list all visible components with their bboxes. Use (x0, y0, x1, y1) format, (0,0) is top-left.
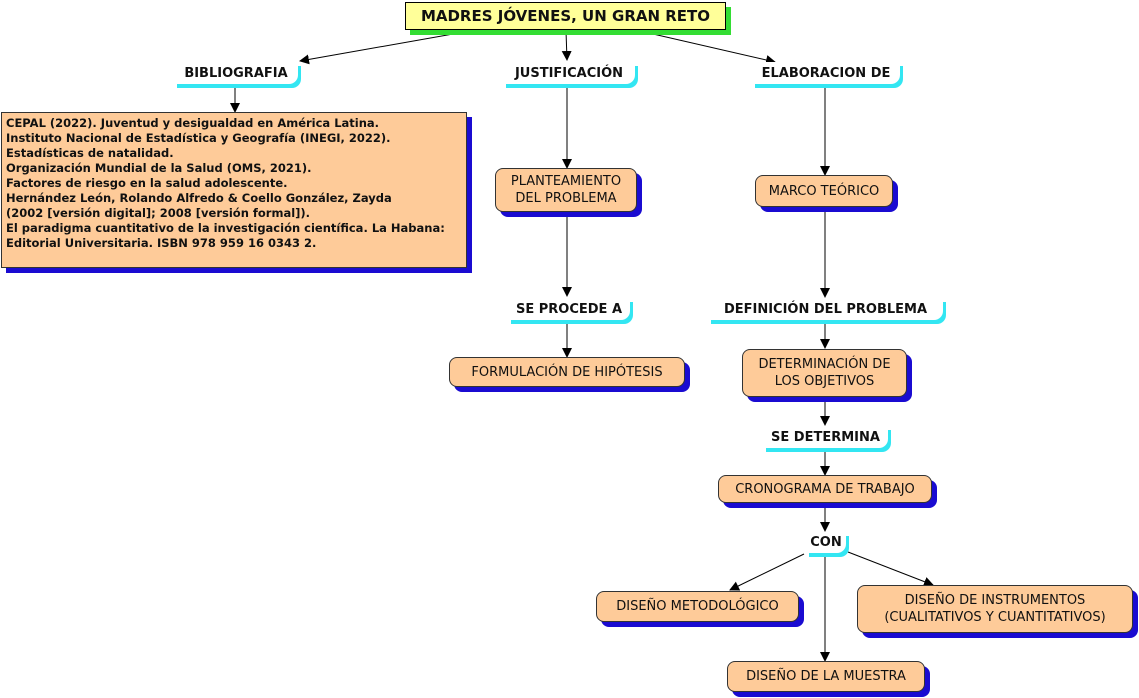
link-bibliografia: BIBLIOGRAFIA (174, 62, 298, 84)
concept-objetivos-line2: LOS OBJETIVOS (774, 374, 875, 389)
reference-line: Editorial Universitaria. ISBN 978 959 16… (6, 236, 317, 250)
reference-line: Organización Mundial de la Salud (OMS, 2… (6, 161, 312, 175)
concept-planteamiento-line1: PLANTEAMIENTO (510, 174, 622, 189)
concept-objetivos-line1: DETERMINACIÓN DE (758, 357, 891, 372)
reference-line: Factores de riesgo en la salud adolescen… (6, 176, 288, 190)
reference-line: Instituto Nacional de Estadística y Geog… (6, 131, 391, 145)
link-con-label: CON (810, 535, 842, 550)
bibliography-box: CEPAL (2022). Juventud y desigualdad en … (1, 112, 467, 268)
concept-diseno-instrumentos: DISEÑO DE INSTRUMENTOS (CUALITATIVOS Y C… (857, 585, 1133, 633)
concept-planteamiento: PLANTEAMIENTO DEL PROBLEMA (495, 168, 637, 212)
concept-formulacion: FORMULACIÓN DE HIPÓTESIS (449, 357, 685, 387)
map-title-text: MADRES JÓVENES, UN GRAN RETO (420, 7, 711, 25)
edge-title-bibliografia (299, 30, 471, 65)
link-elaboracion: ELABORACION DE (752, 62, 900, 84)
edge-title-justificacion (561, 30, 572, 61)
concept-cronograma: CRONOGRAMA DE TRABAJO (718, 475, 932, 503)
edge-con-metodologico (729, 553, 805, 591)
concept-marco-teorico: MARCO TEÓRICO (755, 175, 893, 207)
concept-instrumentos-line2: (CUALITATIVOS Y CUANTITATIVOS) (884, 610, 1106, 625)
link-elaboracion-label: ELABORACION DE (761, 65, 891, 81)
reference-line: CEPAL (2022). Juventud y desigualdad en … (6, 116, 380, 130)
concept-diseno-muestra: DISEÑO DE LA MUESTRA (727, 661, 925, 692)
edge-title-elaboracion (639, 30, 776, 65)
link-definicion-label: DEFINICIÓN DEL PROBLEMA (723, 301, 928, 317)
link-justificacion-label: JUSTIFICACIÓN (514, 65, 624, 81)
concept-cronograma-label: CRONOGRAMA DE TRABAJO (735, 481, 915, 497)
edge-con-instrumentos (847, 551, 934, 587)
concept-metodologico-label: DISEÑO METODOLÓGICO (616, 599, 779, 614)
reference-line: (2002 [versión digital]; 2008 [versión f… (6, 206, 311, 220)
link-se-determina: SE DETERMINA (763, 426, 888, 448)
link-justificacion: JUSTIFICACIÓN (503, 62, 635, 84)
concept-formulacion-label: FORMULACIÓN DE HIPÓTESIS (471, 364, 663, 380)
link-bibliografia-label: BIBLIOGRAFIA (184, 65, 288, 81)
link-con: CON (806, 532, 846, 553)
link-se-determina-label: SE DETERMINA (771, 429, 880, 445)
concept-diseno-metodologico: DISEÑO METODOLÓGICO (596, 591, 799, 622)
reference-line: Hernández León, Rolando Alfredo & Coello… (6, 191, 392, 205)
map-title: MADRES JÓVENES, UN GRAN RETO (405, 2, 726, 30)
concept-objetivos: DETERMINACIÓN DE LOS OBJETIVOS (742, 349, 907, 397)
link-definicion: DEFINICIÓN DEL PROBLEMA (708, 298, 943, 320)
concept-muestra-label: DISEÑO DE LA MUESTRA (746, 669, 906, 684)
concept-marco-label: MARCO TEÓRICO (768, 183, 880, 199)
reference-line: Estadísticas de natalidad. (6, 146, 174, 160)
concept-planteamiento-line2: DEL PROBLEMA (515, 191, 617, 206)
link-se-procede: SE PROCEDE A (508, 298, 630, 320)
reference-line: El paradigma cuantitativo de la investig… (6, 221, 445, 235)
concept-instrumentos-line1: DISEÑO DE INSTRUMENTOS (904, 593, 1086, 608)
link-se-procede-label: SE PROCEDE A (515, 301, 623, 317)
